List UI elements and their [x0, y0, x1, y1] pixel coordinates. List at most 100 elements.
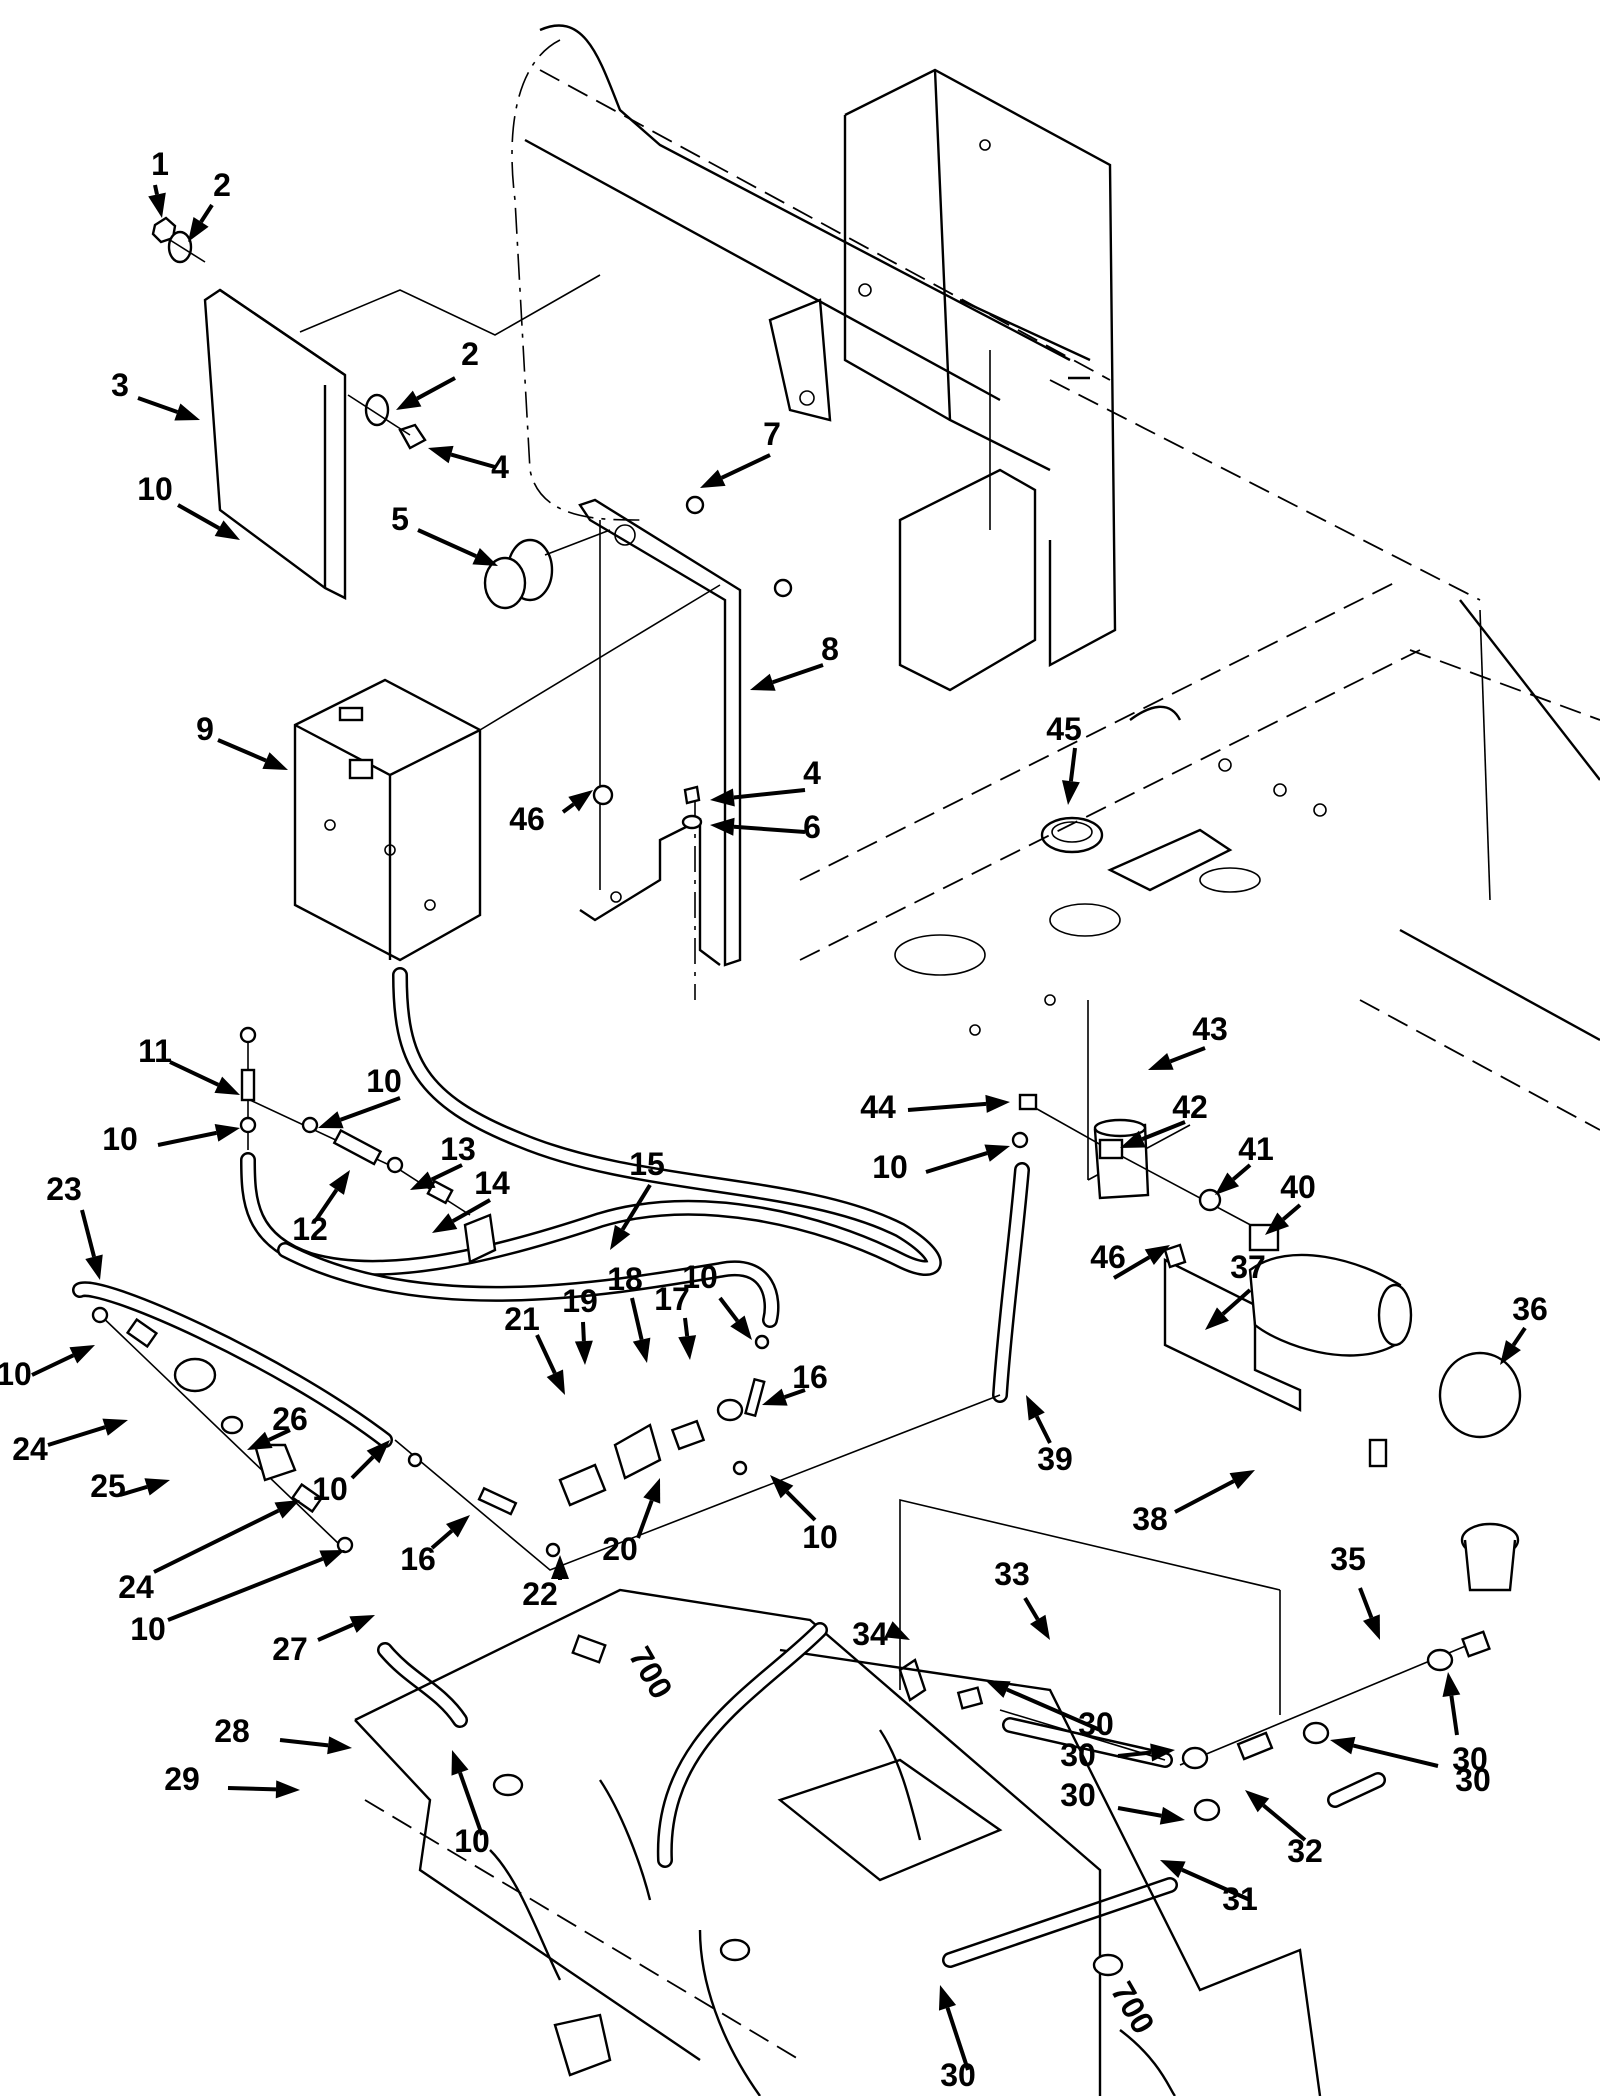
callout-arrow-line [31, 1353, 75, 1377]
callout-arrow-line [458, 1771, 484, 1836]
part-9-control-box [293, 584, 721, 962]
callout-arrow-line [417, 528, 477, 558]
callout-arrow-line [636, 1499, 654, 1539]
callout-arrowhead [214, 1124, 240, 1142]
callout-label-37: 37 [1230, 1249, 1266, 1285]
callout-label-16: 16 [792, 1359, 828, 1395]
callout-label-21: 21 [504, 1301, 540, 1337]
callout-arrow-line [620, 1183, 652, 1231]
callout-arrow-line [279, 1738, 329, 1748]
callout-label-30: 30 [1452, 1741, 1488, 1777]
callout-arrow-line [1511, 1326, 1527, 1347]
callout-arrowhead [730, 1315, 752, 1340]
part-7-bolt-b [773, 578, 793, 598]
callout-arrow-line [1034, 1415, 1052, 1444]
callout-arrow-line [217, 738, 267, 763]
callout-arrowhead [1061, 780, 1080, 805]
callout-arrow-line [925, 1151, 988, 1174]
callout-arrowhead [643, 1478, 661, 1504]
callout-label-10: 10 [137, 471, 173, 507]
callout-arrowhead [1245, 1790, 1270, 1813]
callout-label-30: 30 [1060, 1737, 1096, 1773]
callout-arrow-line [1068, 747, 1077, 782]
callout-label-10: 10 [454, 1823, 490, 1859]
callout-arrowhead [1500, 1340, 1521, 1365]
callout-label-10: 10 [102, 1121, 138, 1157]
callout-arrow-line [167, 1556, 324, 1622]
callout-arrowhead [574, 1340, 593, 1365]
callout-arrowhead [451, 1750, 469, 1776]
callout-arrow-line [1174, 1479, 1235, 1514]
callout-label-13: 13 [440, 1131, 476, 1167]
callout-label-19: 19 [562, 1283, 598, 1319]
callout-arrowhead [1330, 1736, 1356, 1755]
callout-arrowhead [445, 1515, 470, 1538]
callout-arrow-line [1231, 1163, 1252, 1181]
frame-marking-700-b: 700 [1104, 1976, 1162, 2040]
callout-label-30: 30 [940, 2057, 976, 2093]
callout-arrow-line [784, 1388, 806, 1399]
callout-arrow-line [1006, 1687, 1101, 1732]
callout-label-10: 10 [872, 1149, 908, 1185]
callout-arrowhead [1205, 1307, 1229, 1330]
part-5-connector [483, 529, 611, 610]
callout-arrowhead [750, 673, 776, 691]
callout-arrowhead [985, 1094, 1010, 1113]
callout-label-42: 42 [1172, 1089, 1208, 1125]
callout-label-10: 10 [366, 1063, 402, 1099]
callout-arrow-line [630, 1297, 644, 1341]
callout-arrow-line [157, 1130, 217, 1147]
callout-label-12: 12 [292, 1211, 328, 1247]
callout-arrowhead [1265, 1212, 1290, 1235]
callout-arrow-line [199, 203, 214, 223]
axis-line [169, 239, 206, 263]
part-8-bracket [578, 498, 742, 1000]
callout-label-36: 36 [1512, 1291, 1548, 1327]
callout-arrowhead [69, 1345, 95, 1364]
axis-line [347, 394, 411, 436]
callout-arrowhead [568, 790, 593, 812]
callout-label-44: 44 [860, 1089, 896, 1125]
callout-arrow-line [1141, 1120, 1186, 1141]
callout-label-24: 24 [118, 1569, 154, 1605]
callout-arrow-line [119, 1484, 148, 1497]
callout-arrowhead [275, 1780, 300, 1799]
callout-arrow-line [430, 1163, 463, 1182]
callout-label-10: 10 [0, 1356, 32, 1392]
callout-label-24: 24 [12, 1431, 48, 1467]
callout-arrow-line [1117, 1806, 1162, 1818]
callout-label-26: 26 [272, 1401, 308, 1437]
callout-arrowhead [410, 1171, 436, 1190]
callout-label-10: 10 [682, 1259, 718, 1295]
callout-label-30: 30 [1455, 1762, 1491, 1798]
callout-arrowhead [318, 1111, 344, 1129]
callout-label-15: 15 [629, 1146, 665, 1182]
callout-arrowhead [148, 192, 166, 218]
callout-arrowhead [770, 1475, 794, 1499]
part-2-washer-b [364, 393, 390, 427]
callout-label-6: 6 [803, 809, 821, 845]
callout-label-14: 14 [474, 1165, 510, 1201]
callout-arrow-line [1112, 1255, 1151, 1280]
callout-arrow-line [137, 396, 179, 414]
callout-arrowhead [329, 1170, 350, 1195]
callout-arrow-line [153, 184, 159, 195]
callout-arrowhead [884, 1621, 910, 1640]
part-4-bolt [398, 423, 427, 450]
callout-arrow-line [1181, 1867, 1251, 1902]
callout-arrow-line [581, 1321, 586, 1342]
callout-arrow-line [314, 1188, 339, 1222]
callout-arrowhead [1026, 1395, 1045, 1421]
callout-arrow-line [1169, 1046, 1206, 1064]
callout-label-17: 17 [654, 1281, 690, 1317]
fittings-chain-mid [91, 1306, 1001, 1571]
callout-arrow-line [561, 802, 575, 814]
callout-label-10: 10 [312, 1471, 348, 1507]
callout-arrowhead [984, 1144, 1010, 1162]
callout-arrow-line [907, 1101, 987, 1112]
callout-arrowhead [710, 817, 735, 836]
callout-arrowhead [366, 1440, 390, 1464]
callout-arrow-line [451, 1198, 491, 1223]
callout-arrow-line [153, 1508, 280, 1574]
